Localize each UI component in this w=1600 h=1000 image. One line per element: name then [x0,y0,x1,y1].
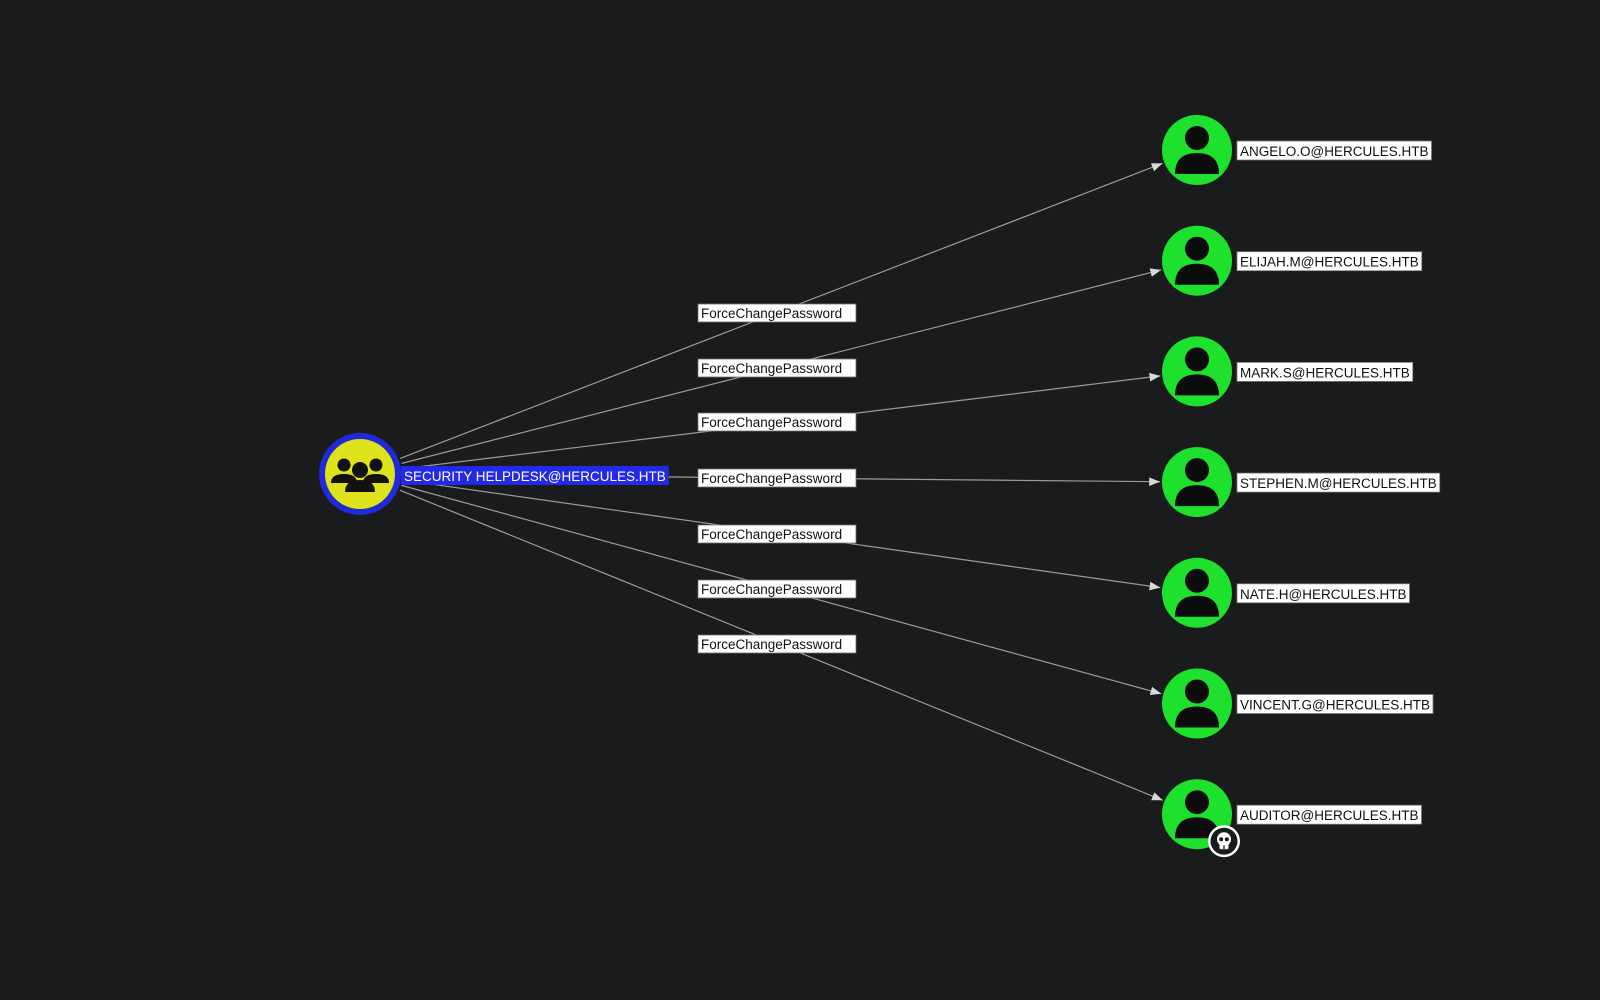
edge-label-text: ForceChangePassword [701,361,842,376]
user-node-label-background [1236,361,1414,382]
target-user-node[interactable]: AUDITOR@HERCULES.HTB [1162,779,1422,858]
user-node-label-background [1236,472,1441,493]
user-icon [1175,236,1219,285]
user-node-label-background [1236,804,1422,825]
user-node-label: AUDITOR@HERCULES.HTB [1240,808,1418,823]
edge-label-background [697,634,857,654]
group-icon [331,458,389,492]
user-node-label: VINCENT.G@HERCULES.HTB [1240,698,1430,713]
edge-label[interactable]: ForceChangePassword [697,468,857,488]
edge-label-text: ForceChangePassword [701,415,842,430]
edge-label-background [697,524,857,544]
group-node-label: SECURITY HELPDESK@HERCULES.HTB [404,469,666,484]
user-icon [1175,347,1219,396]
user-node-label: NATE.H@HERCULES.HTB [1240,587,1406,602]
user-node-label-background [1236,694,1434,714]
user-node-label: ELIJAH.M@HERCULES.HTB [1240,255,1419,270]
user-node-label-background [1236,583,1410,604]
user-node-label-background [1236,251,1423,272]
edge-label-text: ForceChangePassword [701,471,842,486]
user-icon [1175,458,1219,507]
edge-label[interactable]: ForceChangePassword [697,524,857,544]
group-node-label-background [401,466,669,485]
edge-label-background [697,358,857,378]
edge-label[interactable]: ForceChangePassword [697,303,857,323]
edge-label[interactable]: ForceChangePassword [697,358,857,378]
target-user-node[interactable]: ELIJAH.M@HERCULES.HTB [1162,225,1423,296]
user-node-label: ANGELO.O@HERCULES.HTB [1240,144,1429,159]
edge-label-text: ForceChangePassword [701,527,842,542]
edge-label-text: ForceChangePassword [701,306,842,321]
skull-icon [1208,825,1240,858]
edge-labels-layer: ForceChangePasswordForceChangePasswordFo… [697,303,857,654]
target-user-node[interactable]: STEPHEN.M@HERCULES.HTB [1162,447,1441,518]
user-node-circle [1162,225,1232,296]
user-icon [1175,568,1219,617]
user-node-label: MARK.S@HERCULES.HTB [1240,365,1410,380]
target-user-node[interactable]: MARK.S@HERCULES.HTB [1162,336,1414,407]
source-group-node[interactable]: SECURITY HELPDESK@HERCULES.HTB [319,433,669,515]
edge-label-background [697,412,857,432]
edge-label[interactable]: ForceChangePassword [697,634,857,654]
user-icon [1175,679,1219,728]
edge-label-text: ForceChangePassword [701,637,842,652]
user-node-label-background [1236,140,1432,161]
edge-label-background [697,579,857,599]
edge-label[interactable]: ForceChangePassword [697,412,857,432]
edge-label-background [697,468,857,488]
user-icon [1175,790,1219,839]
user-icon [1175,126,1219,174]
edge-label-background [697,303,857,323]
user-node-label: STEPHEN.M@HERCULES.HTB [1240,476,1437,491]
edge-label[interactable]: ForceChangePassword [697,579,857,599]
target-user-node[interactable]: VINCENT.G@HERCULES.HTB [1162,668,1434,739]
target-user-node[interactable]: ANGELO.O@HERCULES.HTB [1162,115,1432,185]
nodes-layer: SECURITY HELPDESK@HERCULES.HTB ANGELO.O@H… [319,115,1441,858]
edge-label-text: ForceChangePassword [701,582,842,597]
target-user-node[interactable]: NATE.H@HERCULES.HTB [1162,557,1410,628]
